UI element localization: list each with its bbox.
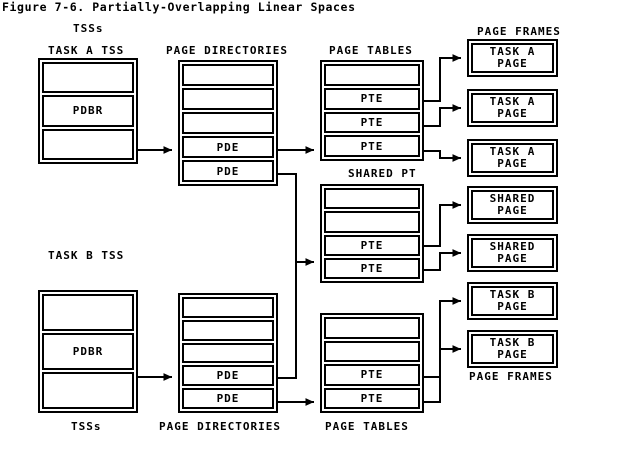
pte-cell-filled: PTE xyxy=(324,111,420,134)
page-frame-task-a-1: TASK A PAGE xyxy=(467,39,558,77)
pde-cell xyxy=(182,297,274,318)
tss-cell xyxy=(42,62,134,94)
label-tsss-top: TSSs xyxy=(73,22,104,35)
pte-cell xyxy=(324,211,420,233)
pte-cell-filled: PTE xyxy=(324,135,420,157)
label-tsss-bottom: TSSs xyxy=(71,420,102,433)
page-frame-inner: SHARED PAGE xyxy=(471,238,554,268)
label-page-tables-top: PAGE TABLES xyxy=(329,44,413,57)
page-frame-shared-1: SHARED PAGE xyxy=(467,186,558,224)
pde-cell xyxy=(182,342,274,364)
label-shared-pt: SHARED PT xyxy=(348,167,417,180)
page-frame-inner: TASK A PAGE xyxy=(471,43,554,73)
pde-cell-filled: PDE xyxy=(182,160,274,182)
page-frame-line2: PAGE xyxy=(497,157,528,170)
task-b-tss-box: PDBR xyxy=(38,290,138,413)
pde-cell-filled: PDE xyxy=(182,365,274,387)
pte-cell xyxy=(324,64,420,86)
pte-cell-filled: PTE xyxy=(324,364,420,386)
wire-pde-b1-to-shared-pt xyxy=(278,262,297,379)
page-table-a-box: PTE PTE PTE xyxy=(320,60,424,161)
wire-pte-a1-to-frame-1 xyxy=(424,54,461,102)
page-frame-shared-2: SHARED PAGE xyxy=(467,234,558,272)
label-page-directories-top: PAGE DIRECTORIES xyxy=(166,44,288,57)
page-frame-line1: TASK A xyxy=(489,95,536,108)
page-frame-inner: SHARED PAGE xyxy=(471,190,554,220)
page-frame-line2: PAGE xyxy=(497,300,528,313)
pte-cell-filled: PTE xyxy=(324,234,420,256)
label-task-b-tss: TASK B TSS xyxy=(48,249,125,262)
page-frame-inner: TASK A PAGE xyxy=(471,143,554,173)
pte-cell-filled: PTE xyxy=(324,87,420,110)
label-page-frames-top: PAGE FRAMES xyxy=(477,25,561,38)
page-frame-line1: SHARED xyxy=(489,192,536,205)
pte-cell xyxy=(324,317,420,339)
page-frame-line1: SHARED xyxy=(489,240,536,253)
page-frame-task-a-3: TASK A PAGE xyxy=(467,139,558,177)
pde-cell xyxy=(182,64,274,86)
tss-cell xyxy=(42,294,134,331)
figure-title: Figure 7-6. Partially-Overlapping Linear… xyxy=(2,0,356,14)
task-a-tss-box: PDBR xyxy=(38,58,138,164)
page-frame-task-b-2: TASK B PAGE xyxy=(467,330,558,368)
page-table-b-box: PTE PTE xyxy=(320,313,424,413)
pde-cell-filled: PDE xyxy=(182,136,274,158)
page-frame-inner: TASK A PAGE xyxy=(471,93,554,123)
pte-cell xyxy=(324,188,420,210)
pde-cell xyxy=(182,112,274,134)
wire-pte-a3-to-frame-3 xyxy=(424,150,461,162)
page-frame-inner: TASK B PAGE xyxy=(471,286,554,316)
pde-cell xyxy=(182,88,274,110)
page-frame-line1: TASK A xyxy=(489,45,536,58)
shared-page-table-box: PTE PTE xyxy=(320,184,424,283)
pte-cell xyxy=(324,340,420,362)
pde-cell xyxy=(182,319,274,341)
wire-shared-pte2-to-shared-frame-2 xyxy=(424,249,461,271)
pde-cell-filled: PDE xyxy=(182,388,274,409)
pte-cell-filled: PTE xyxy=(324,387,420,409)
label-task-a-tss: TASK A TSS xyxy=(48,44,125,57)
page-frame-line2: PAGE xyxy=(497,107,528,120)
page-directory-b-box: PDE PDE xyxy=(178,293,278,413)
page-frame-line1: TASK B xyxy=(489,288,536,301)
wire-pte-b2-to-frame-7 xyxy=(424,345,461,403)
tss-cell-pdbr: PDBR xyxy=(42,95,134,127)
page-frame-line2: PAGE xyxy=(497,204,528,217)
wire-pte-b1-to-frame-6 xyxy=(424,297,461,378)
tss-cell xyxy=(42,128,134,160)
wire-pte-a2-to-frame-2 xyxy=(424,104,461,127)
page-frame-line2: PAGE xyxy=(497,57,528,70)
pte-cell-filled: PTE xyxy=(324,257,420,279)
page-frame-line2: PAGE xyxy=(497,348,528,361)
page-frame-line2: PAGE xyxy=(497,252,528,265)
page-frame-line1: TASK A xyxy=(489,145,536,158)
tss-cell xyxy=(42,372,134,409)
page-frame-line1: TASK B xyxy=(489,336,536,349)
page-frame-task-b-1: TASK B PAGE xyxy=(467,282,558,320)
page-directory-a-box: PDE PDE xyxy=(178,60,278,186)
wire-shared-pte1-to-shared-frame-1 xyxy=(424,201,461,247)
page-frame-task-a-2: TASK A PAGE xyxy=(467,89,558,127)
page-frame-inner: TASK B PAGE xyxy=(471,334,554,364)
tss-cell-pdbr: PDBR xyxy=(42,333,134,370)
label-page-tables-bottom: PAGE TABLES xyxy=(325,420,409,433)
label-page-frames-bottom: PAGE FRAMES xyxy=(469,370,553,383)
label-page-directories-bottom: PAGE DIRECTORIES xyxy=(159,420,281,433)
wire-pde-a2-to-shared-pt xyxy=(278,173,314,266)
